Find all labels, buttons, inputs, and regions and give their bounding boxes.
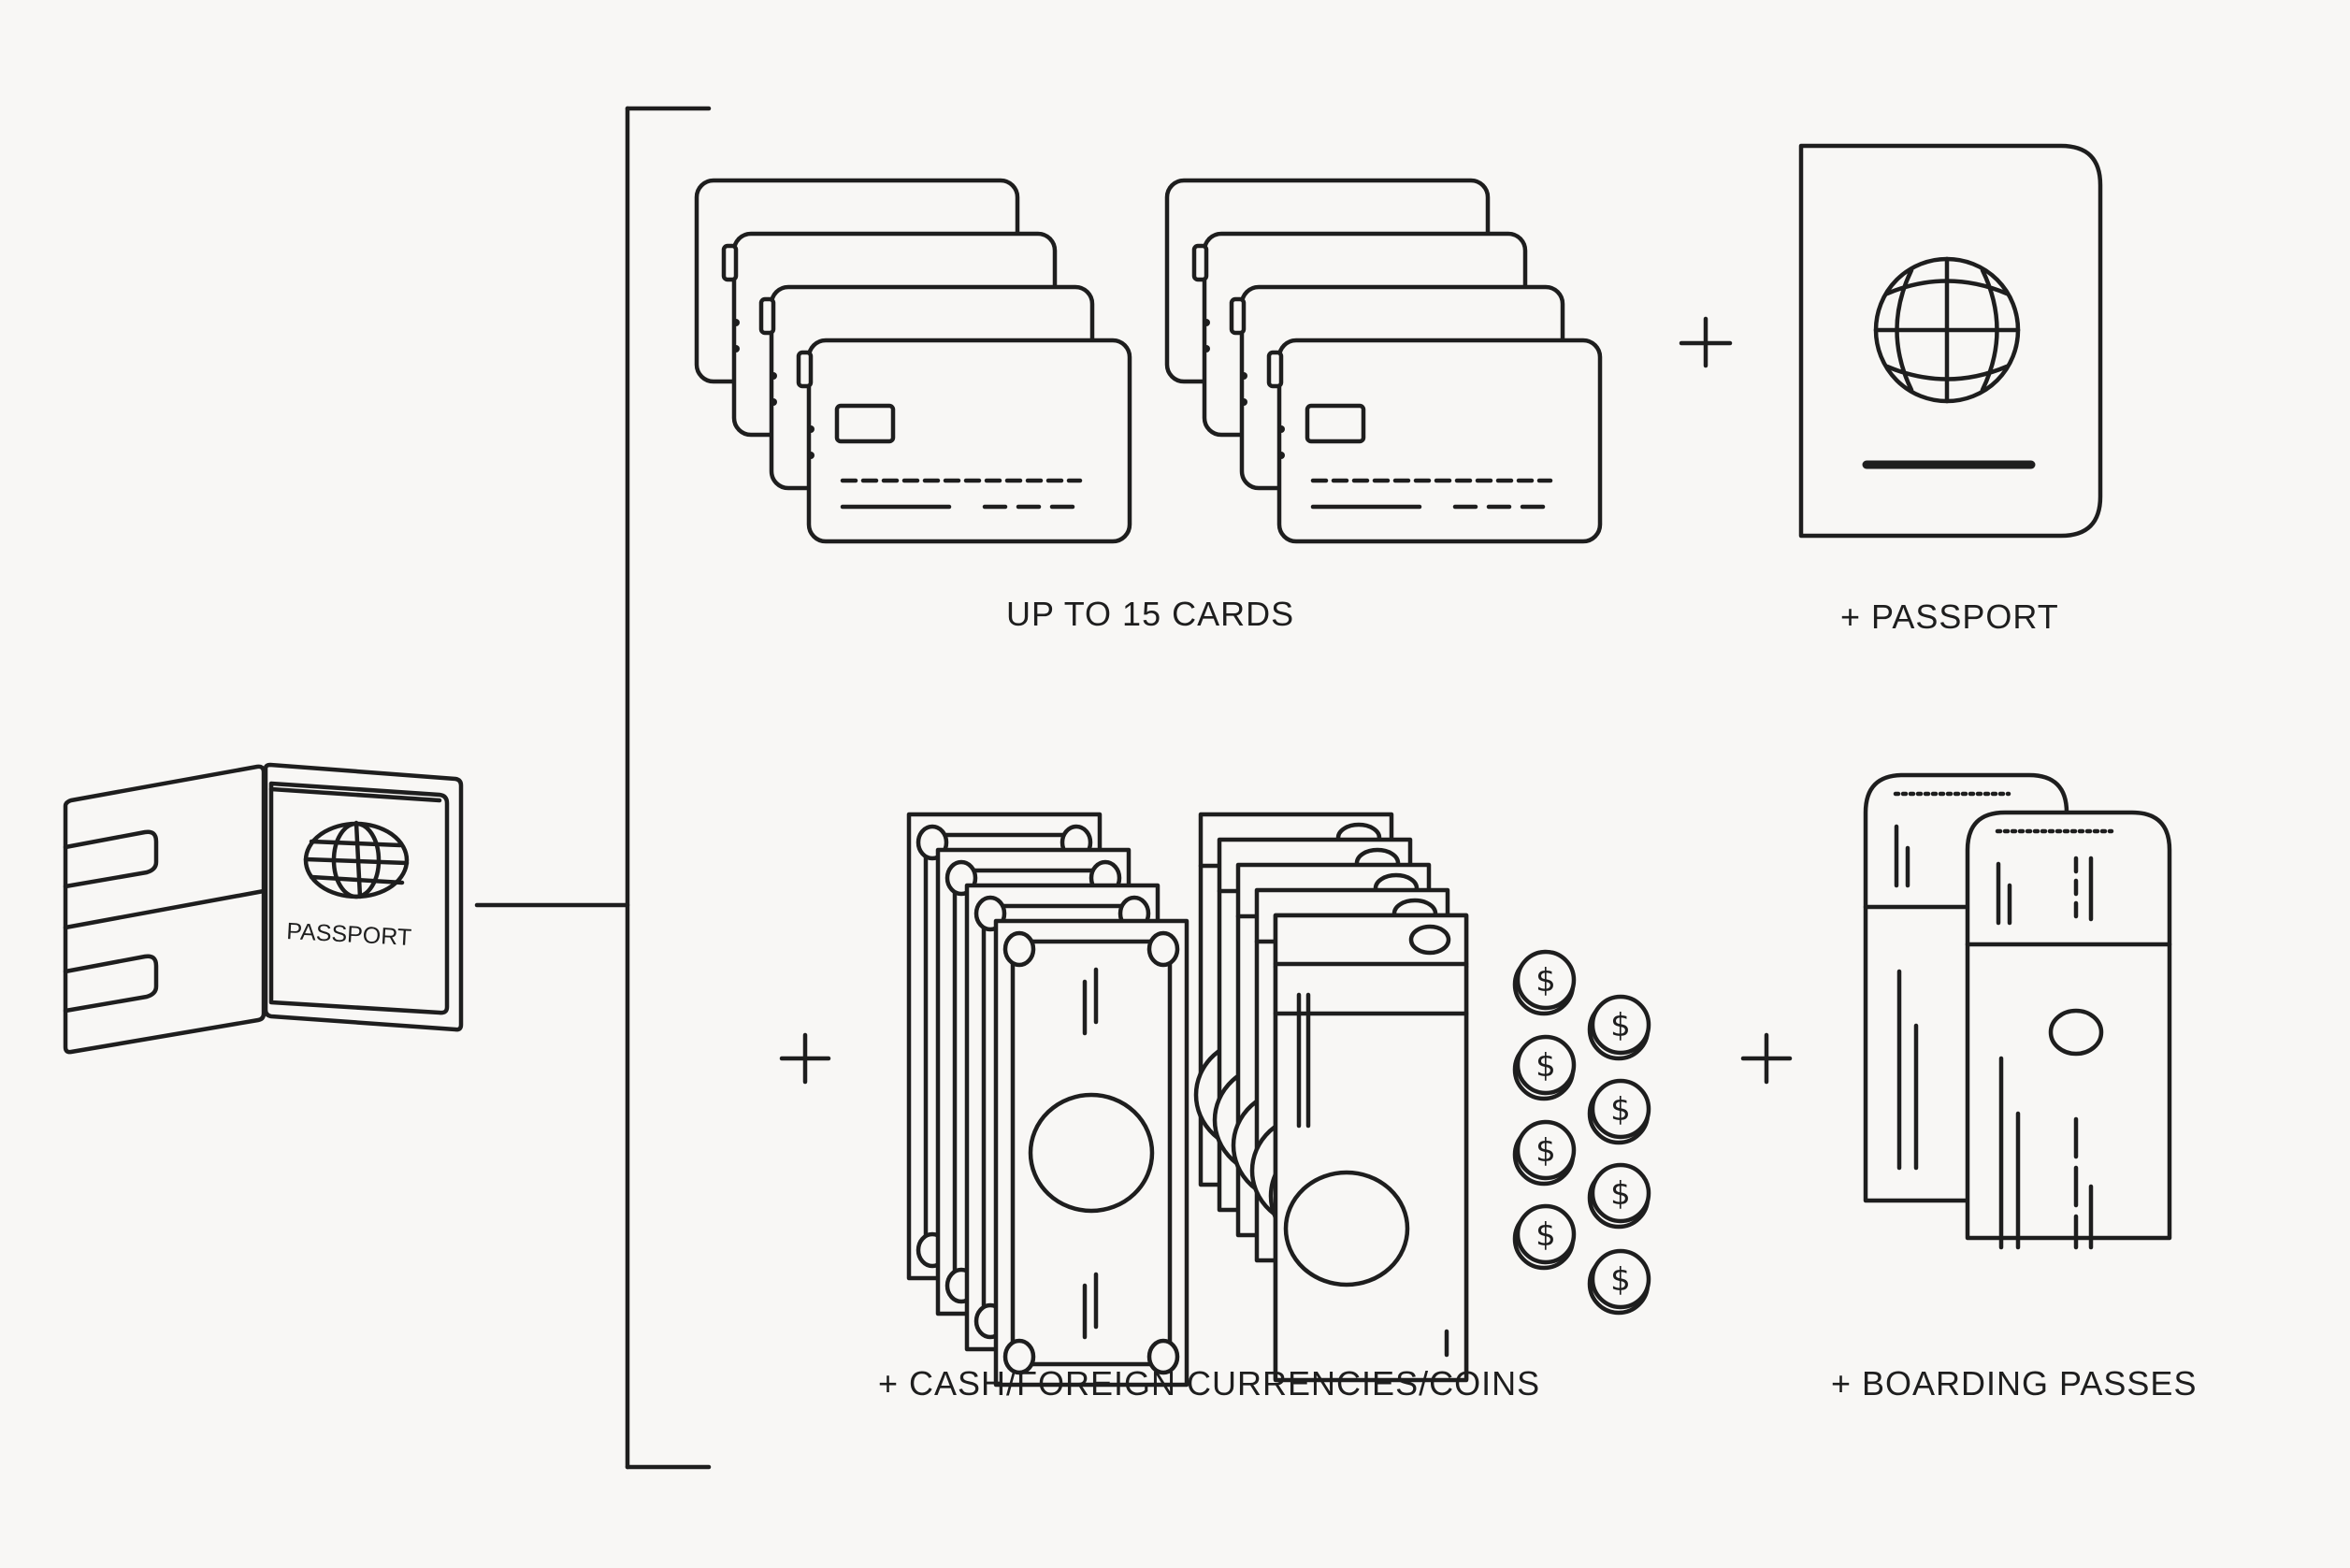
card-stack [694,178,1132,544]
dollar-icon: $ [1535,1216,1556,1254]
dollar-icon: $ [1610,1091,1631,1129]
coin: $ [1587,1248,1651,1316]
dollar-icon: $ [1535,1132,1556,1170]
dollar-icon: $ [1535,1047,1556,1085]
plus-icon [779,1032,831,1085]
coin: $ [1587,1162,1651,1230]
banknotes-stack-right [1193,812,1469,1383]
plus-icon [1740,1032,1793,1085]
card-chip [834,403,896,444]
banknotes-stack-left [906,812,1189,1388]
banknote-portrait [1283,1170,1410,1287]
dollar-icon: $ [1535,962,1556,1000]
coin: $ [1512,1119,1577,1187]
wallet-flap-divider [63,888,267,930]
dollar-icon: $ [1610,1261,1631,1299]
coin: $ [1512,1034,1577,1101]
plus-icon [1679,316,1733,368]
coin: $ [1512,949,1577,1016]
label-passport: + PASSPORT [1840,597,2059,636]
card-chip [1305,403,1366,444]
wallet-card-slot-1 [63,829,159,889]
coin: $ [1587,994,1651,1061]
coins-icon: $ $ $ $ $ $ $ $ [1512,949,1651,1316]
coin: $ [1587,1078,1651,1145]
coin: $ [1512,1203,1577,1271]
card-stack [1164,178,1603,544]
label-boarding-passes: + BOARDING PASSES [1831,1364,2197,1403]
dollar-icon: $ [1610,1175,1631,1213]
wallet-illustration: PASSPORT [63,762,464,1055]
banknote-portrait [1028,1092,1155,1214]
credit-card [1266,338,1603,544]
bracket-connector [474,106,712,1470]
wallet-passport-label: PASSPORT [286,918,412,951]
label-cards: UP TO 15 CARDS [1006,595,1294,633]
banknote-front [1273,913,1469,1383]
boarding-pass [1965,810,2172,1250]
globe-icon [303,820,410,899]
banknote [993,918,1189,1388]
dollar-icon: $ [1610,1007,1631,1044]
credit-cards-icon [694,178,1603,544]
passport-icon [1798,143,2103,539]
wallet-card-slot-2 [63,954,159,1014]
label-cash: + CASH/FOREIGN CURRENCIES/COINS [878,1364,1540,1403]
globe-icon [1873,256,2021,404]
wallet-passport-edge [268,786,442,803]
credit-card [796,338,1132,544]
boarding-passes-icon [1863,772,2172,1250]
